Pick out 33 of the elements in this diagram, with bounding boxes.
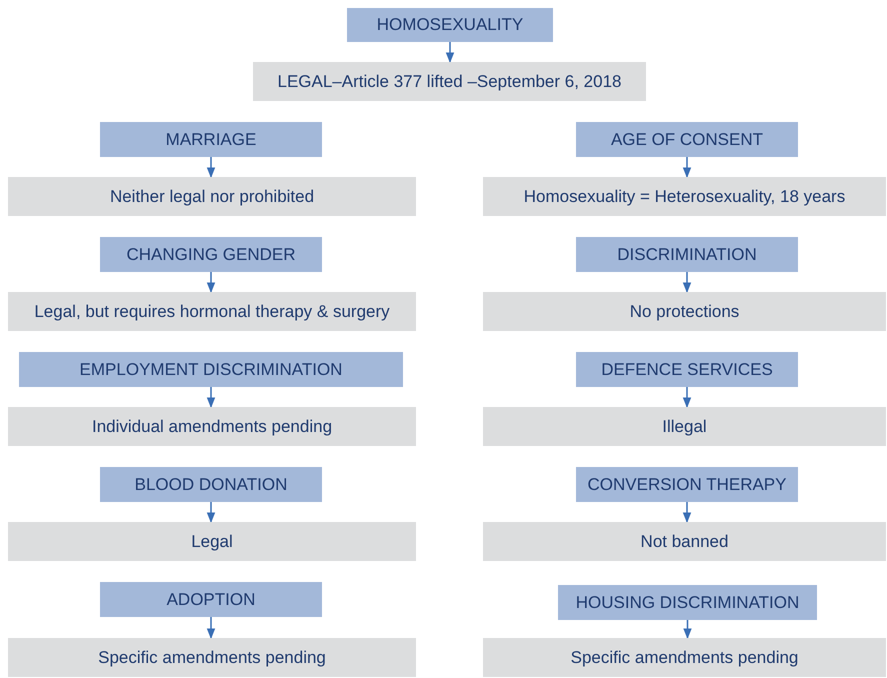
arrow — [682, 502, 692, 524]
arrow — [682, 157, 692, 178]
category-box: DISCRIMINATION — [576, 237, 798, 272]
category-box: DEFENCE SERVICES — [576, 352, 798, 387]
arrow — [206, 502, 216, 524]
arrow — [206, 157, 216, 178]
status-box: Homosexuality = Heterosexuality, 18 years — [483, 177, 886, 216]
status-box: Legal, but requires hormonal therapy & surgery — [8, 292, 416, 331]
status-box: Individual amendments pending — [8, 407, 416, 446]
category-box: BLOOD DONATION — [100, 467, 322, 502]
arrow — [206, 387, 216, 408]
status-box: Not banned — [483, 522, 886, 561]
category-box: CONVERSION THERAPY — [576, 467, 798, 502]
status-box: Neither legal nor prohibited — [8, 177, 416, 216]
arrow — [206, 617, 216, 640]
category-box: CHANGING GENDER — [100, 237, 322, 272]
arrow — [683, 620, 692, 640]
category-box: HOMOSEXUALITY — [347, 8, 553, 42]
arrow — [206, 272, 216, 294]
category-box: HOUSING DISCRIMINATION — [558, 585, 817, 620]
arrow — [682, 387, 692, 408]
category-box: EMPLOYMENT DISCRIMINATION — [19, 352, 403, 387]
category-box: ADOPTION — [100, 582, 322, 617]
status-box: Legal — [8, 522, 416, 561]
status-box: No protections — [483, 292, 886, 331]
status-box: Illegal — [483, 407, 886, 446]
arrow — [682, 272, 692, 294]
status-box: Specific amendments pending — [8, 638, 416, 677]
category-box: AGE OF CONSENT — [576, 122, 798, 157]
arrow — [446, 42, 454, 64]
status-box: LEGAL–Article 377 lifted –September 6, 2018 — [253, 62, 646, 101]
category-box: MARRIAGE — [100, 122, 322, 157]
status-box: Specific amendments pending — [483, 638, 886, 677]
